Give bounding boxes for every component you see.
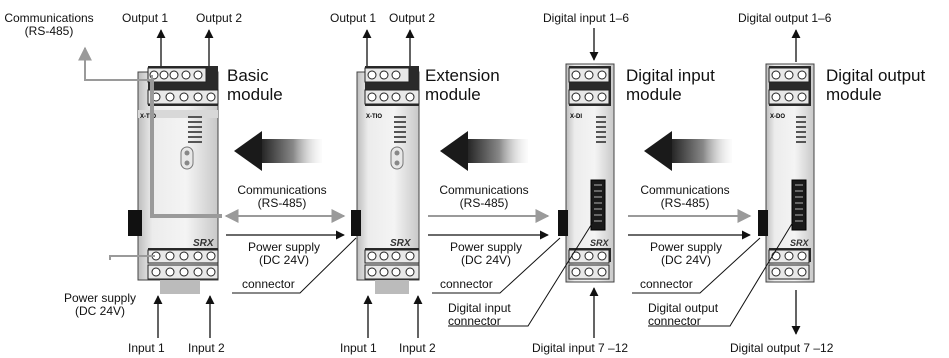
module-name-line2: module	[227, 85, 283, 104]
power-bottom-line1: Power supply	[63, 291, 137, 305]
module-name-digital-input: Digital input module	[626, 66, 715, 104]
module-name-basic: Basic module	[227, 66, 283, 104]
module-name-extension: Extension module	[425, 66, 500, 104]
comm-line1: Communications	[237, 183, 327, 197]
power-wire-basic	[109, 255, 155, 260]
module-name-line1: Extension	[425, 66, 500, 85]
power-line2: (DC 24V)	[660, 253, 711, 267]
connector-leader-2	[432, 237, 561, 294]
digital-input-bottom-label: Digital input 7 –12	[532, 341, 629, 355]
digital-output-connector	[791, 179, 807, 231]
di-connector-leader	[448, 221, 594, 327]
do-connector-line1: Digital output	[648, 301, 719, 315]
do-connector-label: Digital output connector	[648, 302, 718, 328]
power-bottom-line2: (DC 24V)	[74, 304, 125, 318]
module-model-label: X-TIO	[366, 114, 382, 120]
module-name-line1: Digital output	[826, 66, 926, 85]
digital-output-bottom-label: Digital output 7 –12	[730, 341, 834, 355]
module-name-line2: module	[425, 85, 481, 104]
comm-top-line2: (RS-485)	[24, 24, 74, 38]
connector-label-3: connector	[640, 277, 693, 291]
module-name-line1: Basic	[227, 66, 269, 85]
module-model-label: X-TIO	[140, 114, 156, 120]
connector-label-2: connector	[440, 277, 493, 291]
comm-line2: (RS-485)	[459, 196, 509, 210]
output1-label-ext: Output 1	[330, 11, 377, 25]
brand-logo: SRX	[390, 238, 412, 249]
comm-line1: Communications	[640, 183, 730, 197]
power-line1: Power supply	[449, 240, 523, 254]
module-name-digital-output: Digital output module	[826, 66, 925, 104]
connector-leader-1	[232, 237, 357, 294]
power-label-2: Power supply (DC 24V)	[436, 241, 536, 267]
module-model-label: X-DI	[570, 114, 582, 120]
comm-top-label: Communications (RS-485)	[4, 12, 94, 38]
output2-label-basic: Output 2	[196, 11, 243, 25]
brand-logo: SRX	[193, 238, 215, 249]
connector-label-1: connector	[242, 277, 295, 291]
input2-label-ext: Input 2	[399, 341, 436, 355]
digital-output-module: X-DO SRX	[758, 63, 815, 283]
do-connector-leader	[648, 221, 794, 327]
attach-arrow-3	[644, 131, 732, 171]
power-line2: (DC 24V)	[258, 253, 309, 267]
input1-label-basic: Input 1	[128, 341, 165, 355]
brand-logo: SRX	[590, 238, 610, 248]
module-model-label: X-DO	[770, 114, 785, 120]
digital-output-top-label: Digital output 1–6	[738, 11, 832, 25]
terminal-block-bottom	[147, 249, 219, 280]
output1-label-basic: Output 1	[122, 11, 169, 25]
power-bottom-label: Power supply (DC 24V)	[50, 292, 150, 318]
power-line1: Power supply	[649, 240, 723, 254]
extension-module: X-TIO SRX	[351, 66, 420, 294]
brand-logo: SRX	[790, 238, 810, 248]
di-connector-line1: Digital input	[448, 301, 511, 315]
digital-input-connector	[590, 179, 606, 231]
input2-label-basic: Input 2	[188, 341, 225, 355]
power-label-1: Power supply (DC 24V)	[234, 241, 334, 267]
comm-label-2: Communications (RS-485)	[424, 184, 544, 210]
comm-line1: Communications	[439, 183, 529, 197]
attach-arrow-2	[440, 131, 528, 171]
digital-input-module: X-DI SRX	[558, 63, 615, 283]
power-line2: (DC 24V)	[460, 253, 511, 267]
comm-label-3: Communications (RS-485)	[625, 184, 745, 210]
digital-input-top-label: Digital input 1–6	[543, 11, 630, 25]
comm-line2: (RS-485)	[257, 196, 307, 210]
di-connector-line2: connector	[448, 314, 501, 328]
module-name-line2: module	[626, 85, 682, 104]
module-name-line2: module	[826, 85, 882, 104]
output2-label-ext: Output 2	[389, 11, 436, 25]
comm-label-1: Communications (RS-485)	[222, 184, 342, 210]
input1-label-ext: Input 1	[340, 341, 377, 355]
attach-arrow-1	[234, 131, 322, 171]
di-connector-label: Digital input connector	[448, 302, 511, 328]
basic-module: X-TIO SRX	[128, 66, 219, 294]
power-line1: Power supply	[247, 240, 321, 254]
terminal-block-top	[147, 67, 219, 105]
module-name-line1: Digital input	[626, 66, 715, 85]
connector-leader-3	[632, 237, 761, 294]
comm-top-line1: Communications	[4, 11, 94, 25]
comm-line2: (RS-485)	[660, 196, 710, 210]
do-connector-line2: connector	[648, 314, 701, 328]
rs485-wire-basic	[78, 46, 153, 81]
power-label-3: Power supply (DC 24V)	[636, 241, 736, 267]
